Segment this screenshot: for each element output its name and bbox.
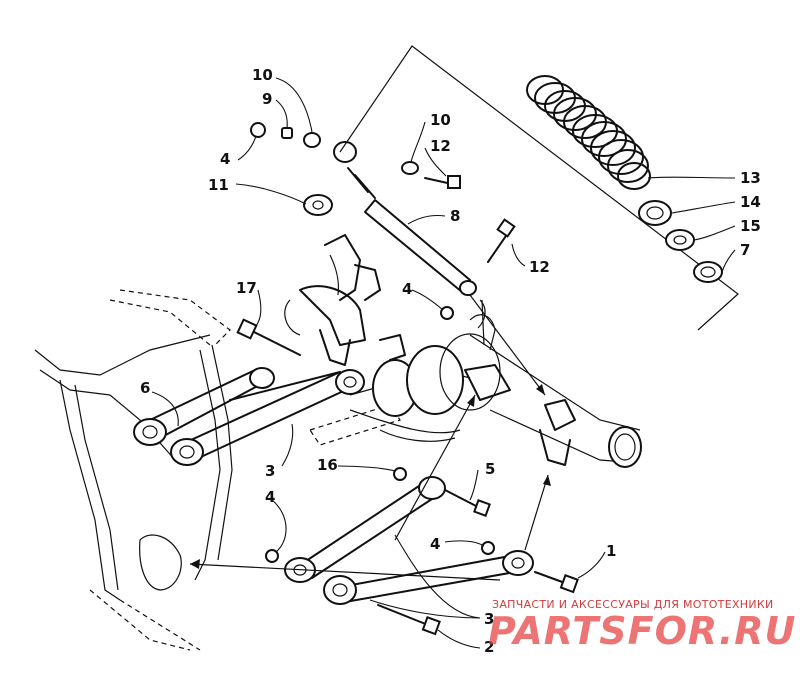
callout-6: 6	[140, 379, 150, 397]
callout-3-upper: 3	[265, 462, 275, 480]
callout-9: 9	[262, 90, 272, 108]
callout-17: 17	[236, 279, 257, 297]
callout-3-lower: 3	[484, 610, 494, 628]
coil-spring	[526, 75, 651, 190]
assembly-arrows	[189, 294, 551, 581]
callout-4-lower-right: 4	[430, 535, 440, 553]
watermark-brand: PARTSFOR.RU	[488, 609, 796, 653]
shock-absorber	[281, 127, 516, 329]
callout-numbers: 10 9 4 11 10 12 8 12 4 17 6 3 16 5 4 4 1…	[140, 66, 761, 656]
callout-4-top: 4	[220, 150, 230, 168]
callout-13: 13	[740, 169, 761, 187]
callout-4-lower-left: 4	[265, 488, 275, 506]
callout-8: 8	[450, 207, 460, 225]
watermark: ЗАПЧАСТИ И АКСЕССУАРЫ ДЛЯ МОТОТЕХНИКИ PA…	[488, 598, 796, 653]
callout-10-right: 10	[430, 111, 451, 129]
axle-housing	[284, 234, 642, 468]
callout-10-left: 10	[252, 66, 273, 84]
callout-2: 2	[484, 638, 494, 656]
upper-arm	[133, 367, 365, 466]
callout-5: 5	[485, 460, 495, 478]
callout-16: 16	[317, 456, 338, 474]
lower-arms	[284, 476, 534, 605]
frame-outline	[34, 289, 233, 651]
callout-4-shock: 4	[402, 280, 412, 298]
callout-12-lower: 12	[529, 258, 550, 276]
spring-group	[339, 45, 739, 331]
leader-lines	[151, 77, 736, 649]
callout-11: 11	[208, 176, 229, 194]
callout-7: 7	[740, 241, 750, 259]
watermark-subtitle: ЗАПЧАСТИ И АКСЕССУАРЫ ДЛЯ МОТОТЕХНИКИ	[492, 598, 774, 611]
callout-14: 14	[740, 193, 761, 211]
callout-15: 15	[740, 217, 761, 235]
callout-12-upper: 12	[430, 137, 451, 155]
callout-1: 1	[606, 542, 616, 560]
fasteners	[236, 122, 579, 636]
